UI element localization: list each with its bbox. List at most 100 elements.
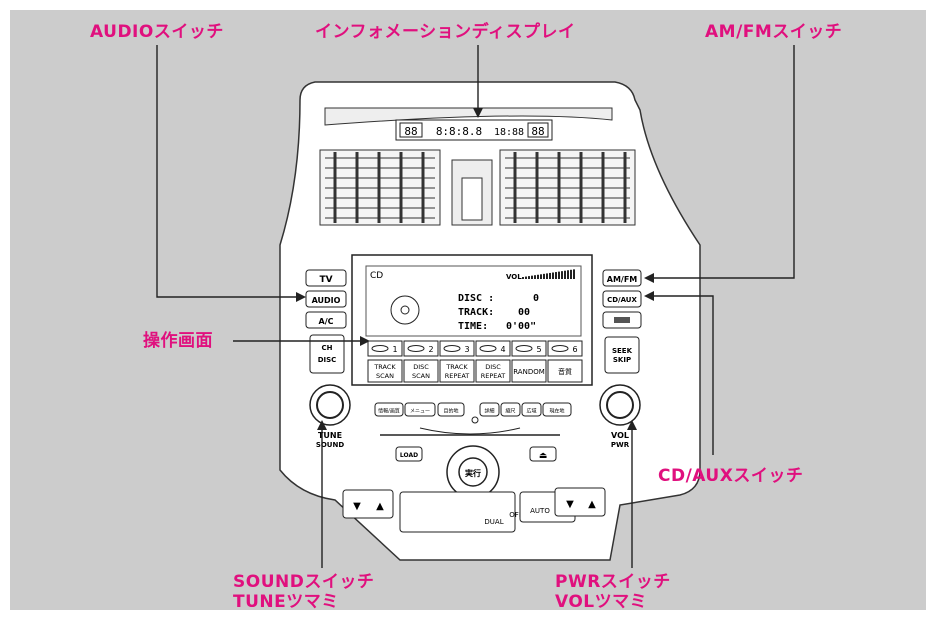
preset-label: 6 bbox=[572, 345, 577, 354]
ch-disc-rocker[interactable] bbox=[309, 334, 345, 374]
tv-button-label: TV bbox=[319, 275, 332, 285]
nav-button[interactable] bbox=[404, 402, 436, 417]
nav-button-label: 詳細 bbox=[484, 408, 494, 415]
nav-button[interactable] bbox=[542, 402, 572, 417]
preset-label: 5 bbox=[536, 345, 541, 354]
preset-button-1[interactable] bbox=[367, 340, 403, 357]
cdaux-button[interactable] bbox=[602, 290, 642, 308]
preset-button-6[interactable] bbox=[547, 340, 583, 357]
off-label: OFF bbox=[509, 511, 523, 519]
joystick[interactable] bbox=[446, 445, 500, 499]
disc-label-text: DISC : bbox=[458, 293, 494, 304]
nav-button[interactable] bbox=[521, 402, 542, 417]
ch-label: CH bbox=[322, 344, 333, 352]
temp-down-icon-right: ▼ bbox=[566, 499, 574, 510]
nav-button-label: メニュー bbox=[410, 409, 430, 415]
preset-label: 2 bbox=[428, 345, 433, 354]
preset-disc-icon bbox=[479, 345, 497, 352]
tune-label: TUNE bbox=[318, 431, 342, 440]
eject-button[interactable] bbox=[529, 446, 557, 462]
left-button-column: TV AUDIO A/C CH DISC bbox=[305, 269, 347, 374]
track-label-text: TRACK: bbox=[458, 307, 494, 318]
seek-skip-rocker[interactable] bbox=[604, 336, 640, 374]
vol-knob-callout: VOLツマミ bbox=[555, 592, 648, 612]
information-display: 88 8:8:8.8 18:88 88 bbox=[395, 119, 553, 141]
preset-button-3[interactable] bbox=[439, 340, 475, 357]
nav-buttons: 情報/画質メニュー目的地詳細縮尺広域現在地 bbox=[374, 402, 572, 417]
pwr-label: PWR bbox=[611, 441, 630, 449]
nav-button[interactable] bbox=[374, 402, 404, 417]
temp-up-icon-right: ▲ bbox=[588, 499, 596, 510]
pwr-switch-callout: PWRスイッチ bbox=[555, 572, 671, 592]
info-digits-time: 18:88 bbox=[494, 127, 524, 138]
softkey-line2: SCAN bbox=[412, 372, 430, 380]
preset-button-2[interactable] bbox=[403, 340, 439, 357]
softkey-line2: SCAN bbox=[376, 372, 394, 380]
operation-screen-callout: 操作画面 bbox=[143, 331, 213, 351]
vol-knob[interactable] bbox=[599, 384, 641, 426]
softkey-button[interactable] bbox=[547, 359, 583, 383]
tune-knob[interactable] bbox=[309, 384, 351, 426]
amfm-button-label: AM/FM bbox=[607, 275, 638, 284]
nav-button-label: 情報/画質 bbox=[378, 408, 400, 415]
softkey-line1: DISC bbox=[485, 363, 501, 371]
preset-disc-icon bbox=[371, 345, 389, 352]
right-button-column: AM/FM CD/AUX SEEK SKIP bbox=[602, 269, 642, 374]
softkey-line2: REPEAT bbox=[481, 372, 506, 380]
softkey-button[interactable] bbox=[439, 359, 475, 383]
preset-button-5[interactable] bbox=[511, 340, 547, 357]
preset-label: 1 bbox=[392, 345, 397, 354]
scan-icon bbox=[614, 317, 630, 323]
top-visor bbox=[324, 107, 613, 126]
preset-button-4[interactable] bbox=[475, 340, 511, 357]
eject-icon: ⏏ bbox=[539, 451, 548, 461]
preset-disc-icon bbox=[515, 345, 533, 352]
auto-label: AUTO bbox=[530, 507, 550, 515]
temp-down-icon: ▼ bbox=[353, 501, 361, 512]
softkey-button[interactable] bbox=[367, 359, 403, 383]
softkey-button[interactable] bbox=[475, 359, 511, 383]
softkey-button[interactable] bbox=[511, 359, 547, 383]
softkey-line1: TRACK bbox=[445, 363, 468, 371]
tv-button[interactable] bbox=[305, 269, 347, 287]
nav-button[interactable] bbox=[437, 402, 465, 417]
softkey-button[interactable] bbox=[403, 359, 439, 383]
callout-lines bbox=[156, 45, 795, 568]
sound-label: SOUND bbox=[316, 441, 345, 449]
time-value: 0'00" bbox=[506, 321, 536, 332]
audio-button[interactable] bbox=[305, 290, 347, 308]
info-digits-left: 88 bbox=[404, 125, 417, 138]
preset-disc-icon bbox=[407, 345, 425, 352]
preset-label: 3 bbox=[464, 345, 469, 354]
volume-meter bbox=[522, 269, 575, 279]
dual-label: DUAL bbox=[484, 518, 503, 526]
callout-arrowheads bbox=[296, 108, 654, 430]
sound-switch-callout: SOUNDスイッチ bbox=[233, 572, 375, 592]
amfm-button[interactable] bbox=[602, 269, 642, 287]
nav-button[interactable] bbox=[479, 402, 500, 417]
info-digits-mid: 8:8:8.8 bbox=[436, 125, 482, 138]
temp-up-icon: ▲ bbox=[376, 501, 384, 512]
info-digits-right: 88 bbox=[531, 125, 544, 138]
track-value: 00 bbox=[518, 307, 530, 318]
center-vent bbox=[451, 159, 493, 226]
ac-button[interactable] bbox=[305, 311, 347, 329]
load-button[interactable] bbox=[395, 446, 423, 462]
vent-slats bbox=[325, 152, 630, 223]
nav-button[interactable] bbox=[500, 402, 521, 417]
screen-vol-label: VOL bbox=[506, 273, 522, 281]
softkey-line2: REPEAT bbox=[445, 372, 470, 380]
softkey-line1: DISC bbox=[413, 363, 429, 371]
skip-label: SKIP bbox=[613, 356, 631, 364]
preset-disc-icon bbox=[551, 345, 569, 352]
audio-button-label: AUDIO bbox=[312, 296, 341, 305]
load-label: LOAD bbox=[400, 452, 418, 459]
disc-label: DISC bbox=[318, 356, 337, 364]
tune-knob-callout: TUNEツマミ bbox=[233, 592, 339, 612]
softkey-line1: RANDOM bbox=[513, 368, 545, 376]
vol-label: VOL bbox=[611, 431, 629, 440]
nav-button-label: 縮尺 bbox=[505, 408, 515, 415]
disc-slot bbox=[380, 416, 560, 436]
